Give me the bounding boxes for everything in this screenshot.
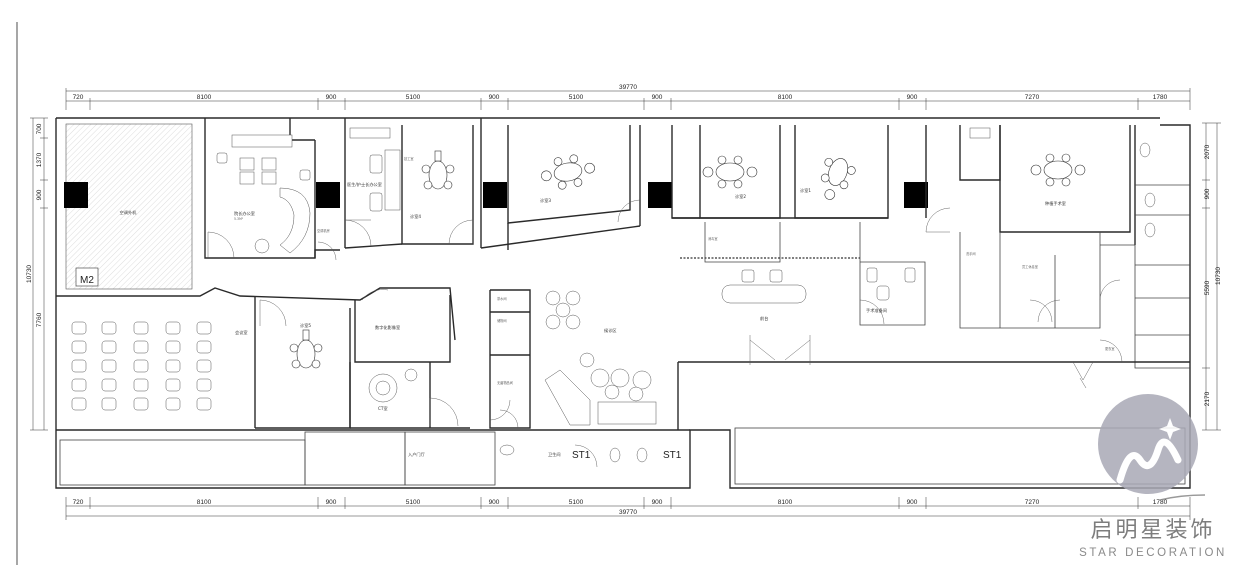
- room-label-clinic1: 诊室1: [800, 187, 811, 194]
- room-label-lab: 技工室: [404, 156, 414, 161]
- meeting-chairs: [71, 321, 212, 411]
- room-label-tech: 手术准备间: [866, 307, 887, 314]
- bottom-total-dimension: 39770: [619, 509, 637, 516]
- dim-label: 900: [907, 499, 918, 506]
- structural-columns: [64, 182, 928, 208]
- room-label-sterile: 无菌物品间: [497, 380, 513, 385]
- dim-label: 10730: [1215, 267, 1222, 285]
- dim-label: 900: [489, 94, 500, 101]
- dim-label: 700: [36, 123, 43, 134]
- left-dimension-lines: [30, 117, 48, 431]
- dental-chair-clinic4: [421, 150, 455, 190]
- dental-chair-clinic5: [289, 329, 323, 369]
- door-swings: [207, 199, 1123, 468]
- reception-desk: [721, 269, 807, 304]
- dim-label: 1780: [1153, 499, 1168, 506]
- brand-name-cn: 启明星装饰: [1090, 518, 1215, 543]
- dental-chair-clinic2: [702, 155, 758, 189]
- dim-label: 5590: [1204, 280, 1211, 295]
- room-label-waiting: 候诊区: [604, 327, 617, 334]
- room-label-storage: 储物间: [497, 318, 507, 323]
- room-label-reception: 前台: [760, 315, 768, 322]
- dim-label: 8100: [778, 499, 793, 506]
- dim-label: 8100: [197, 499, 212, 506]
- ct-machine: [368, 368, 418, 403]
- bottom-segment-labels: 720 8100 900 5100 900 5100 900 8100 900 …: [73, 499, 1168, 506]
- top-total-dimension: 39770: [619, 84, 637, 91]
- dim-label: 7270: [1025, 94, 1040, 101]
- room-label-toilet: 卫生间: [548, 451, 561, 458]
- dim-label: 900: [907, 94, 918, 101]
- dim-label: 900: [652, 94, 663, 101]
- brand-name-en: STAR DECORATION: [1079, 547, 1227, 559]
- room-area: 5.3M²: [234, 217, 244, 221]
- room-label-clinic3: 诊室3: [540, 197, 551, 204]
- room-label-duct: 空调机房: [317, 228, 330, 233]
- star-icon: [1159, 418, 1181, 440]
- dim-label: 8100: [778, 94, 793, 101]
- room-label-disinfect: 消毒室: [708, 236, 718, 241]
- right-dimension-labels: 2070 900 5590 2170 10730: [1204, 144, 1222, 406]
- room-label-clinic2: 诊室2: [735, 193, 746, 200]
- right-dimension-lines: [1202, 122, 1221, 431]
- nurse-office-furniture: [349, 127, 401, 212]
- dim-label: 900: [326, 94, 337, 101]
- dental-chair-clinic3: [541, 154, 595, 190]
- room-label-xray: 数字化影像室: [375, 324, 400, 331]
- dental-chair-vip: [1030, 153, 1086, 187]
- dim-label: 900: [326, 499, 337, 506]
- top-segment-labels: 720 8100 900 5100 900 5100 900 8100 900 …: [73, 94, 1168, 101]
- dim-label: 720: [73, 94, 84, 101]
- dim-label: 5100: [406, 94, 421, 101]
- dim-label: 7270: [1025, 499, 1040, 506]
- dim-label: 900: [1204, 188, 1211, 199]
- top-dimension-lines: [65, 88, 1191, 110]
- room-label-m2: M2: [80, 275, 94, 286]
- exterior-walls: [55, 117, 1191, 489]
- dim-label: 2070: [1204, 144, 1211, 159]
- dim-label: 5100: [569, 94, 584, 101]
- dim-label: 2170: [1204, 391, 1211, 406]
- room-label-clinic4: 诊室4: [410, 213, 421, 220]
- dim-label: 5100: [569, 499, 584, 506]
- dim-label: 900: [652, 499, 663, 506]
- logo-circle: [1098, 394, 1198, 494]
- dim-label: 7760: [36, 312, 43, 327]
- dental-chair-clinic1: [820, 157, 856, 200]
- room-label-hand: 洗手间: [966, 251, 976, 256]
- dim-label: 720: [73, 499, 84, 506]
- room-label-entrance: 入户门厅: [408, 451, 425, 458]
- interior-walls: [56, 118, 1190, 431]
- room-label-pantry: 茶水间: [497, 296, 507, 301]
- dim-label: 8100: [197, 94, 212, 101]
- room-label-vip: 种植手术室: [1045, 200, 1066, 207]
- room-label-meeting: 会议室: [235, 329, 248, 336]
- left-dimension-labels: 700 1370 900 10730 7760: [26, 123, 43, 327]
- dim-label: 1370: [36, 152, 43, 167]
- waiting-area-furniture: [544, 290, 657, 426]
- room-label-nurse: 医生/护士长办公室: [347, 181, 382, 188]
- room-label-office: 院长办公室: [234, 210, 255, 217]
- m2-tag: [75, 267, 99, 287]
- logo-swoosh: [1159, 494, 1206, 501]
- room-label-staff: 员工休息室: [1022, 264, 1038, 269]
- label-st1-left: ST1: [572, 450, 591, 461]
- label-st1-right: ST1: [663, 450, 682, 461]
- logo-wave-icon: [1116, 438, 1182, 484]
- room-label-changing: 更衣室: [1105, 346, 1115, 351]
- tech-room-furniture: [866, 267, 916, 301]
- bottom-dimension-lines: [65, 497, 1191, 520]
- room-label-ct: CT室: [378, 405, 388, 411]
- dim-label: 900: [36, 189, 43, 200]
- toilet-fixtures: [499, 127, 1156, 463]
- dim-label: 900: [489, 499, 500, 506]
- room-label-air: 空调外机: [120, 209, 138, 216]
- brand-logo: [1098, 394, 1206, 501]
- dim-label: 5100: [406, 499, 421, 506]
- office-furniture: [216, 134, 311, 254]
- room-label-clinic5: 诊室5: [300, 322, 311, 329]
- dim-label: 1780: [1153, 94, 1168, 101]
- dim-label: 10730: [26, 265, 33, 283]
